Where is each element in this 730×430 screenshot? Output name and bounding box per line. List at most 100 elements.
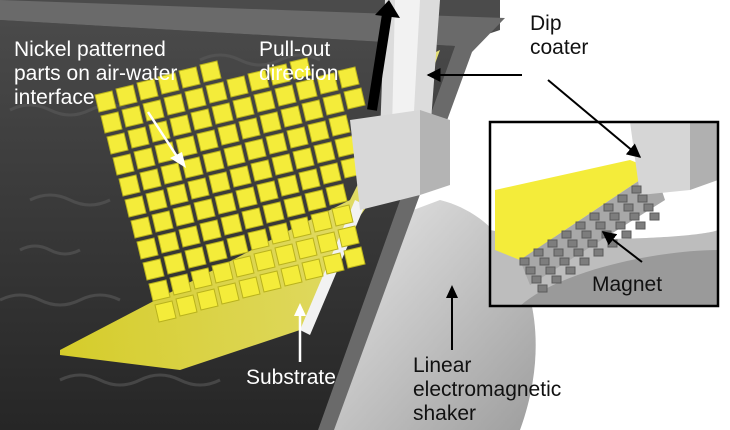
magnet-block — [624, 204, 633, 211]
magnet-block — [594, 249, 603, 256]
magnet-block — [580, 258, 589, 265]
nickel-part-tile — [167, 184, 188, 205]
nickel-part-tile — [260, 271, 281, 292]
nickel-part-tile — [269, 223, 290, 244]
nickel-part-tile — [239, 277, 260, 298]
nickel-part-tile — [242, 208, 263, 229]
nickel-part-tile — [281, 106, 302, 127]
nickel-part-tile — [161, 163, 182, 184]
nickel-part-tile — [263, 202, 284, 223]
nickel-part-tile — [245, 139, 266, 160]
magnet-block — [622, 231, 631, 238]
magnet-block — [644, 204, 653, 211]
nickel-part-tile — [191, 268, 212, 289]
nickel-part-tile — [230, 166, 251, 187]
nickel-part-tile — [101, 112, 122, 133]
nickel-part-tile — [155, 142, 176, 163]
magnet-block — [630, 213, 639, 220]
magnet-label: Magnet — [592, 273, 662, 297]
nickel-part-tile — [254, 91, 275, 112]
nickel-parts-label: Nickel patterned parts on air-water inte… — [14, 38, 177, 110]
nickel-part-tile — [293, 148, 314, 169]
magnet-block — [568, 240, 577, 247]
nickel-part-tile — [185, 88, 206, 109]
magnet-block — [610, 213, 619, 220]
nickel-part-tile — [260, 112, 281, 133]
magnet-block — [538, 285, 547, 292]
nickel-part-tile — [290, 217, 311, 238]
dip-coater-label: Dip coater — [530, 12, 588, 60]
magnet-block — [566, 267, 575, 274]
magnet-block — [650, 213, 659, 220]
nickel-part-tile — [149, 280, 170, 301]
magnet-block — [562, 231, 571, 238]
nickel-part-tile — [146, 190, 167, 211]
nickel-part-tile — [164, 253, 185, 274]
nickel-part-tile — [194, 199, 215, 220]
nickel-part-tile — [278, 175, 299, 196]
magnet-block — [588, 240, 597, 247]
nickel-part-tile — [128, 127, 149, 148]
magnet-block — [638, 195, 647, 202]
nickel-part-tile — [284, 196, 305, 217]
nickel-part-tile — [299, 169, 320, 190]
nickel-part-tile — [200, 61, 221, 82]
nickel-part-tile — [170, 115, 191, 136]
magnet-block — [576, 222, 585, 229]
nickel-part-tile — [314, 142, 335, 163]
nickel-part-tile — [302, 100, 323, 121]
nickel-part-tile — [308, 121, 329, 142]
magnet-block — [574, 249, 583, 256]
shaker-label: Linear electromagnetic shaker — [413, 354, 561, 426]
nickel-part-tile — [107, 133, 128, 154]
nickel-part-tile — [179, 67, 200, 88]
nickel-part-tile — [131, 217, 152, 238]
nickel-part-tile — [155, 301, 176, 322]
nickel-part-tile — [212, 262, 233, 283]
pull-out-label: Pull-out direction — [259, 38, 338, 86]
magnet-block — [604, 204, 613, 211]
nickel-part-tile — [218, 283, 239, 304]
nickel-part-tile — [338, 226, 359, 247]
nickel-part-tile — [173, 205, 194, 226]
nickel-part-tile — [185, 247, 206, 268]
magnet-block — [526, 267, 535, 274]
magnet-block — [596, 222, 605, 229]
nickel-part-tile — [203, 151, 224, 172]
nickel-part-tile — [170, 274, 191, 295]
nickel-part-tile — [281, 265, 302, 286]
nickel-part-tile — [332, 205, 353, 226]
magnet-block — [546, 267, 555, 274]
magnet-block — [616, 222, 625, 229]
nickel-part-tile — [317, 232, 338, 253]
nickel-part-tile — [233, 256, 254, 277]
nickel-part-tile — [125, 196, 146, 217]
nickel-part-tile — [296, 238, 317, 259]
nickel-part-tile — [338, 67, 359, 88]
magnet-block — [552, 276, 561, 283]
nickel-part-tile — [227, 76, 248, 97]
nickel-part-tile — [302, 259, 323, 280]
magnet-block — [520, 258, 529, 265]
nickel-part-tile — [257, 181, 278, 202]
magnet-block — [554, 249, 563, 256]
nickel-part-tile — [221, 214, 242, 235]
nickel-part-tile — [311, 211, 332, 232]
nickel-part-tile — [272, 154, 293, 175]
nickel-part-tile — [248, 229, 269, 250]
nickel-part-tile — [197, 130, 218, 151]
nickel-part-tile — [179, 226, 200, 247]
nickel-part-tile — [188, 178, 209, 199]
nickel-part-tile — [143, 259, 164, 280]
nickel-part-tile — [251, 160, 272, 181]
nickel-part-tile — [206, 241, 227, 262]
nickel-part-tile — [158, 232, 179, 253]
nickel-part-tile — [320, 163, 341, 184]
magnet-block — [560, 258, 569, 265]
nickel-part-tile — [224, 145, 245, 166]
magnet-block — [534, 249, 543, 256]
magnet-block — [532, 276, 541, 283]
nickel-part-tile — [236, 187, 257, 208]
nickel-part-tile — [275, 244, 296, 265]
nickel-part-tile — [323, 94, 344, 115]
